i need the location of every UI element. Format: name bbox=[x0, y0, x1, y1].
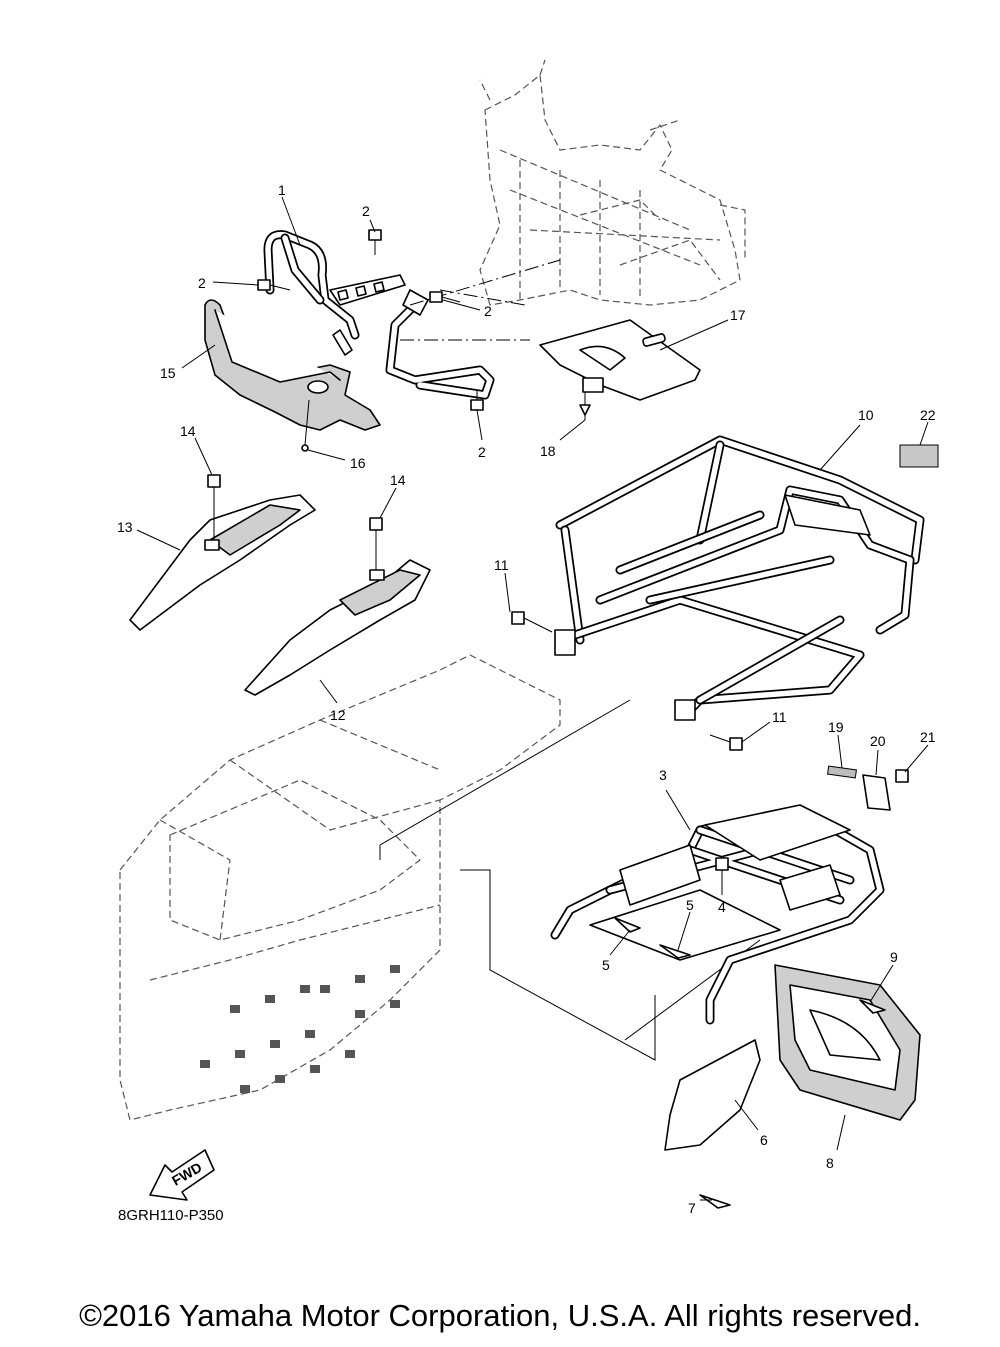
callout-18: 18 bbox=[540, 443, 556, 459]
callout-14-b: 14 bbox=[390, 472, 406, 488]
part-19-label bbox=[827, 765, 857, 779]
part-13-left-side-cover bbox=[129, 474, 316, 631]
callout-4: 4 bbox=[718, 899, 726, 915]
clip-9 bbox=[859, 999, 886, 1014]
callout-10: 10 bbox=[858, 407, 874, 423]
drawing-code: 8GRH110-P350 bbox=[118, 1207, 224, 1224]
vehicle-body-ghost bbox=[119, 654, 561, 1121]
callout-16: 16 bbox=[350, 455, 366, 471]
callout-2-b: 2 bbox=[198, 275, 206, 291]
callout-5-b: 5 bbox=[686, 897, 694, 913]
parts-diagram: FWD 8GRH110-P350 1 2 2 2 2 3 4 5 5 6 7 8… bbox=[117, 59, 939, 1224]
callout-11-b: 11 bbox=[772, 709, 787, 725]
callout-14-a: 14 bbox=[180, 423, 196, 439]
callout-15: 15 bbox=[160, 365, 176, 381]
callouts: 1 2 2 2 2 3 4 5 5 6 7 8 9 10 11 11 12 bbox=[117, 182, 936, 1216]
callout-20: 20 bbox=[870, 733, 886, 749]
callout-2-c: 2 bbox=[484, 303, 492, 319]
callout-6: 6 bbox=[760, 1132, 768, 1148]
callout-2-d: 2 bbox=[478, 444, 486, 460]
bolt-4 bbox=[715, 857, 729, 871]
part-17-skid-plate bbox=[539, 319, 701, 420]
clip-7 bbox=[699, 1194, 731, 1209]
callout-11-a: 11 bbox=[494, 557, 509, 573]
part-12-right-side-cover bbox=[244, 517, 431, 696]
clip-5-b bbox=[659, 944, 691, 959]
part-8-rear-panel bbox=[774, 964, 921, 1121]
main-frame-ghost bbox=[479, 59, 746, 306]
callout-1: 1 bbox=[278, 182, 286, 198]
bolt-11-b bbox=[709, 734, 743, 751]
part-1-front-bumper bbox=[263, 230, 406, 356]
callout-17: 17 bbox=[730, 307, 746, 323]
callout-12: 12 bbox=[330, 707, 346, 723]
callout-22: 22 bbox=[920, 407, 936, 423]
part-15-front-cover bbox=[204, 299, 381, 452]
clip-5-a bbox=[614, 917, 641, 933]
callout-9: 9 bbox=[890, 949, 898, 965]
bolt-21 bbox=[895, 769, 909, 783]
callout-8: 8 bbox=[826, 1155, 834, 1171]
part-22-label bbox=[899, 444, 939, 468]
copyright-notice: ©2016 Yamaha Motor Corporation, U.S.A. A… bbox=[79, 1298, 921, 1333]
part-20-bracket bbox=[862, 774, 891, 811]
bolt-2-c bbox=[429, 291, 461, 303]
callout-21: 21 bbox=[920, 729, 936, 745]
callout-13: 13 bbox=[117, 519, 133, 535]
callout-19: 19 bbox=[828, 719, 844, 735]
callout-5-a: 5 bbox=[602, 957, 610, 973]
part-10-rear-frame bbox=[554, 435, 925, 721]
callout-3: 3 bbox=[659, 767, 667, 783]
part-6-guard bbox=[664, 1039, 761, 1151]
bolt-2-a bbox=[368, 229, 382, 255]
part-3-cargo-rack bbox=[550, 804, 885, 1025]
side-bumper-loop bbox=[385, 259, 561, 400]
fwd-arrow: FWD bbox=[149, 1149, 215, 1201]
callout-2-a: 2 bbox=[362, 203, 370, 219]
callout-7: 7 bbox=[688, 1200, 696, 1216]
bolt-11-a bbox=[511, 611, 553, 633]
